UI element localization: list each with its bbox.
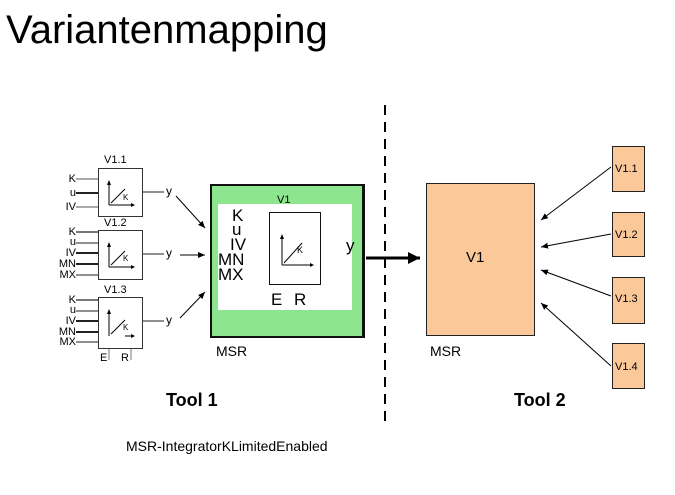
msr-pin-mx: MX xyxy=(218,265,244,284)
tool2-msr-block[interactable] xyxy=(426,183,535,336)
v11-input-lines xyxy=(76,178,164,208)
msr-output-y: y xyxy=(346,236,355,255)
tool2-variant-label: V1.2 xyxy=(615,229,638,241)
pin-mx: MX xyxy=(59,269,77,281)
tool2-msr-label: MSR xyxy=(430,343,462,359)
tool1-label: Tool 1 xyxy=(166,390,218,410)
pin-e: E xyxy=(100,352,108,364)
tool2-variant-label: V1.3 xyxy=(615,293,638,305)
integrator-k-icon: K xyxy=(107,180,135,207)
pin-u: u xyxy=(69,304,76,316)
tool2-variant-v1-4[interactable] xyxy=(612,343,645,389)
msr-pin-mn: MN xyxy=(218,250,245,269)
variant-label-v1-2: V1.2 xyxy=(104,217,127,229)
tool2-variant-v1-1[interactable] xyxy=(612,146,645,192)
v12-input-lines xyxy=(76,231,164,276)
pin-u: u xyxy=(69,187,76,199)
pin-r: R xyxy=(121,352,129,364)
integrator-k-icon: K xyxy=(107,309,135,338)
variant-label-v1-3: V1.3 xyxy=(104,284,127,296)
pin-k: K xyxy=(68,173,76,185)
pin-mn: MN xyxy=(58,326,76,338)
tool2-variant-label: V1.1 xyxy=(615,163,638,175)
output-y: y xyxy=(166,313,172,327)
tool2-msr-block-label: V1 xyxy=(466,249,485,266)
v13-input-lines xyxy=(76,299,164,360)
tool1-msr-label: MSR xyxy=(216,343,248,359)
pin-iv: IV xyxy=(65,247,76,259)
pin-u: u xyxy=(69,236,76,248)
integrator-k-icon: K xyxy=(107,242,135,269)
msr-pin-u: u xyxy=(232,220,242,239)
variant-block-v1-2[interactable]: K xyxy=(98,230,143,280)
svg-text:K: K xyxy=(123,323,129,332)
caption: MSR-IntegratorKLimitedEnabled xyxy=(126,438,328,454)
variant-label-v1-1: V1.1 xyxy=(104,154,127,166)
tool2-variant-v1-3[interactable] xyxy=(612,277,645,324)
msr-integrator-block[interactable]: K xyxy=(269,212,321,285)
variant-block-v1-1[interactable]: K xyxy=(98,168,143,217)
tool2-label: Tool 2 xyxy=(514,390,566,410)
svg-text:K: K xyxy=(297,245,303,255)
msr-pin-iv: IV xyxy=(230,235,247,254)
output-y: y xyxy=(166,246,172,260)
variant-to-msr-arrows xyxy=(175,195,206,319)
pin-mx: MX xyxy=(59,336,77,348)
variant-block-v1-3[interactable]: K xyxy=(98,297,143,349)
output-y: y xyxy=(166,184,172,198)
msr-block-label: V1 xyxy=(277,194,291,206)
pin-iv: IV xyxy=(65,315,76,327)
tool2-variant-arrows xyxy=(540,166,612,367)
page-title: Variantenmapping xyxy=(6,8,328,52)
pin-k: K xyxy=(68,294,76,306)
pin-mn: MN xyxy=(58,258,76,270)
pin-k: K xyxy=(68,226,76,238)
svg-text:K: K xyxy=(123,193,129,202)
msr-pin-k: K xyxy=(232,206,244,225)
msr-pin-r: R xyxy=(294,290,307,309)
msr-pin-e: E xyxy=(271,290,283,309)
pin-iv: IV xyxy=(65,201,76,213)
tool2-variant-v1-2[interactable] xyxy=(612,212,645,257)
svg-text:K: K xyxy=(123,254,129,263)
tool2-variant-label: V1.4 xyxy=(615,361,638,373)
integrator-k-icon: K xyxy=(280,234,314,267)
